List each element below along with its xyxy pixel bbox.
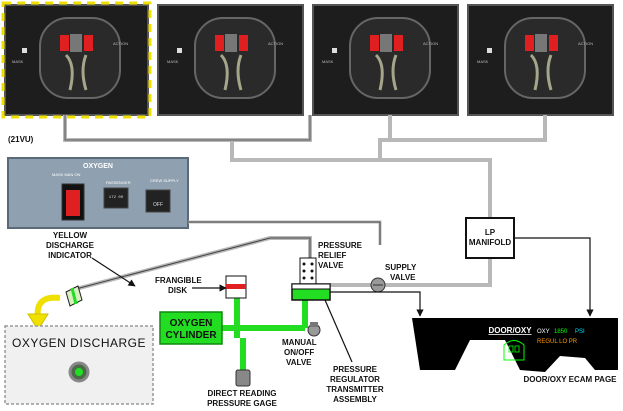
passenger-label: PASSENGER [106,180,131,185]
ecam-display: DOOR/OXY OXY 1850 PSI REGUL LO PR [412,318,618,372]
pressure-relief-label-2: RELIEF [318,251,347,260]
lp-label: LP [485,228,496,237]
supply-valve [370,277,386,293]
mask-label: MASK [12,59,24,64]
passenger-readout: 172 00 [109,196,124,200]
pressure-relief-valve [299,257,317,285]
crew-supply-switch[interactable] [145,189,171,213]
yellow-indicator-label-2: DISCHARGE [46,241,95,250]
manual-valve-label-1: MANUAL [282,338,317,347]
direct-reading-gage [235,369,251,387]
mask-box-4: MASK ACTION [467,4,614,116]
action-label: ACTION [268,41,283,46]
mask-label: MASK [322,59,334,64]
oxygen-discharge-text: OXYGEN DISCHARGE [12,336,146,350]
frangible-disk-label-2: DISK [168,286,187,295]
manual-valve-label-3: VALVE [286,358,312,367]
ecam-title: DOOR/OXY [488,326,532,335]
yellow-indicator-label-1: YELLOW [53,231,88,240]
regulator-label-1: PRESSURE [333,365,378,374]
regulator-label-3: TRANSMITTER [326,385,384,394]
mask-label: MASK [477,59,489,64]
crew-supply-label: CREW SUPPLY [150,178,179,183]
oxygen-cylinder-label-2: CYLINDER [165,330,217,341]
green-oxygen-plumbing [222,298,308,372]
yellow-discharge-indicator [65,285,83,307]
pressure-regulator [291,283,331,301]
crew-supply-off: OFF [153,202,163,208]
yellow-indicator-label-3: INDICATOR [48,251,92,260]
lp-manifold: LP MANIFOLD [465,217,515,259]
gage-label-2: PRESSURE GAGE [207,399,277,408]
action-label: ACTION [423,41,438,46]
supply-valve-label-1: SUPPLY [385,263,417,272]
action-label: ACTION [578,41,593,46]
oxygen-panel: OXYGEN MASK MAN ON PASSENGER CREW SUPPLY… [7,157,189,229]
regulator-label-4: ASSEMBLY [333,395,377,404]
mask-man-on-label: MASK MAN ON [52,172,81,177]
mask-man-on-button[interactable] [66,190,80,216]
supply-valve-label-2: VALVE [390,273,416,282]
pressure-relief-label-3: VALVE [318,261,344,270]
oxygen-discharge-panel: OXYGEN DISCHARGE [4,325,154,405]
mask-label: MASK [167,59,179,64]
oxygen-cylinder-label-1: OXYGEN [170,318,213,329]
ecam-oxy-label: OXY [537,329,550,335]
mask-box-2: MASK ACTION [157,4,304,116]
regulator-label-2: REGULATOR [330,375,380,384]
frangible-disk [225,275,247,299]
manual-on-off-valve [307,322,321,337]
action-label: ACTION [113,41,128,46]
gage-label-1: DIRECT READING [208,389,277,398]
mask-box-1: MASK ACTION [1,1,152,119]
ecam-regul-lo-pr: REGUL LO PR [537,339,578,345]
mask-box-3: MASK ACTION [312,4,459,116]
ecam-oxy-value: 1850 [554,329,568,335]
panel-ref-label: (21VU) [8,135,34,144]
ecam-caption: DOOR/OXY ECAM PAGE [523,375,617,384]
oxygen-cylinder: OXYGEN CYLINDER [159,311,223,345]
pressure-relief-label-1: PRESSURE [318,241,363,250]
oxygen-panel-title: OXYGEN [83,163,113,170]
manifold-label: MANIFOLD [469,238,511,247]
ecam-oxy-unit: PSI [575,329,585,335]
manual-valve-label-2: ON/OFF [284,348,314,357]
frangible-disk-label-1: FRANGIBLE [155,276,202,285]
